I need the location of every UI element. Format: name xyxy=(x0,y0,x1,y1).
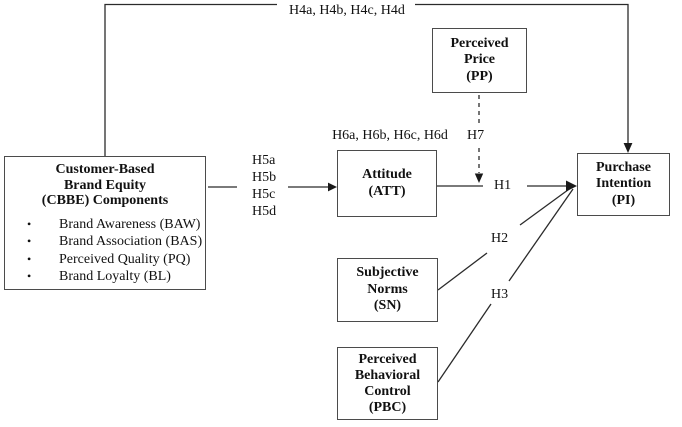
h6-label: H6a, H6b, H6c, H6d xyxy=(332,128,448,143)
perceived-price-box: Perceived Price (PP) xyxy=(432,28,527,93)
h2-label: H2 xyxy=(491,231,509,246)
attitude-box: Attitude (ATT) xyxy=(337,150,437,217)
h4-line-left xyxy=(104,3,277,156)
bullet-icon: • xyxy=(27,251,32,266)
h5a-label: H5a xyxy=(252,153,276,168)
h4-label: H4a, H4b, H4c, H4d xyxy=(289,3,405,18)
h4-line-right xyxy=(415,3,629,144)
arrowhead-h7-dashed xyxy=(474,173,484,183)
h3-line-lower xyxy=(437,303,492,383)
h1-label: H1 xyxy=(494,178,512,193)
purchase-intention-box: Purchase Intention (PI) xyxy=(577,153,670,216)
pbc-title: Perceived Behavioral Control (PBC) xyxy=(354,351,421,415)
subjective-norms-title: Subjective Norms (SN) xyxy=(356,265,419,314)
h5d-label: H5d xyxy=(252,204,277,219)
arrowhead-into-att xyxy=(328,182,337,192)
list-item: • Brand Association (BAS) xyxy=(5,233,205,251)
bullet-icon: • xyxy=(27,234,32,248)
list-item-label: Brand Association (BAS) xyxy=(59,234,203,249)
list-item: • Perceived Quality (PQ) xyxy=(5,251,205,269)
bullet-icon: • xyxy=(27,216,32,231)
cbbe-box: Customer-Based Brand Equity (CBBE) Compo… xyxy=(4,156,206,290)
h3-label: H3 xyxy=(491,287,509,302)
purchase-intention-title: Purchase Intention (PI) xyxy=(595,159,652,208)
list-item: • Brand Loyalty (BL) xyxy=(5,268,205,286)
pbc-box: Perceived Behavioral Control (PBC) xyxy=(337,347,438,420)
list-item-label: Brand Awareness (BAW) xyxy=(59,216,201,232)
h5b-label: H5b xyxy=(252,170,277,185)
arrowhead-into-pi-left xyxy=(566,180,577,192)
arrowhead-into-pi-top xyxy=(623,143,633,153)
perceived-price-title: Perceived Price (PP) xyxy=(450,35,509,84)
bullet-icon: • xyxy=(27,269,32,283)
subjective-norms-box: Subjective Norms (SN) xyxy=(337,258,438,322)
cbbe-title: Customer-Based Brand Equity (CBBE) Compo… xyxy=(41,162,169,208)
list-item-label: Brand Loyalty (BL) xyxy=(59,269,171,284)
h7-label: H7 xyxy=(467,128,485,143)
h2-line-upper xyxy=(519,186,573,226)
attitude-title: Attitude (ATT) xyxy=(362,167,412,199)
h3-line-upper xyxy=(508,188,574,282)
h2-line-lower xyxy=(437,252,488,291)
h5-label-stack: H5a H5b H5c H5d xyxy=(252,152,276,220)
list-item-label: Perceived Quality (PQ) xyxy=(59,251,191,267)
cbbe-component-list: • Brand Awareness (BAW) • Brand Associat… xyxy=(5,216,205,286)
list-item: • Brand Awareness (BAW) xyxy=(5,216,205,234)
h5c-label: H5c xyxy=(252,187,276,202)
